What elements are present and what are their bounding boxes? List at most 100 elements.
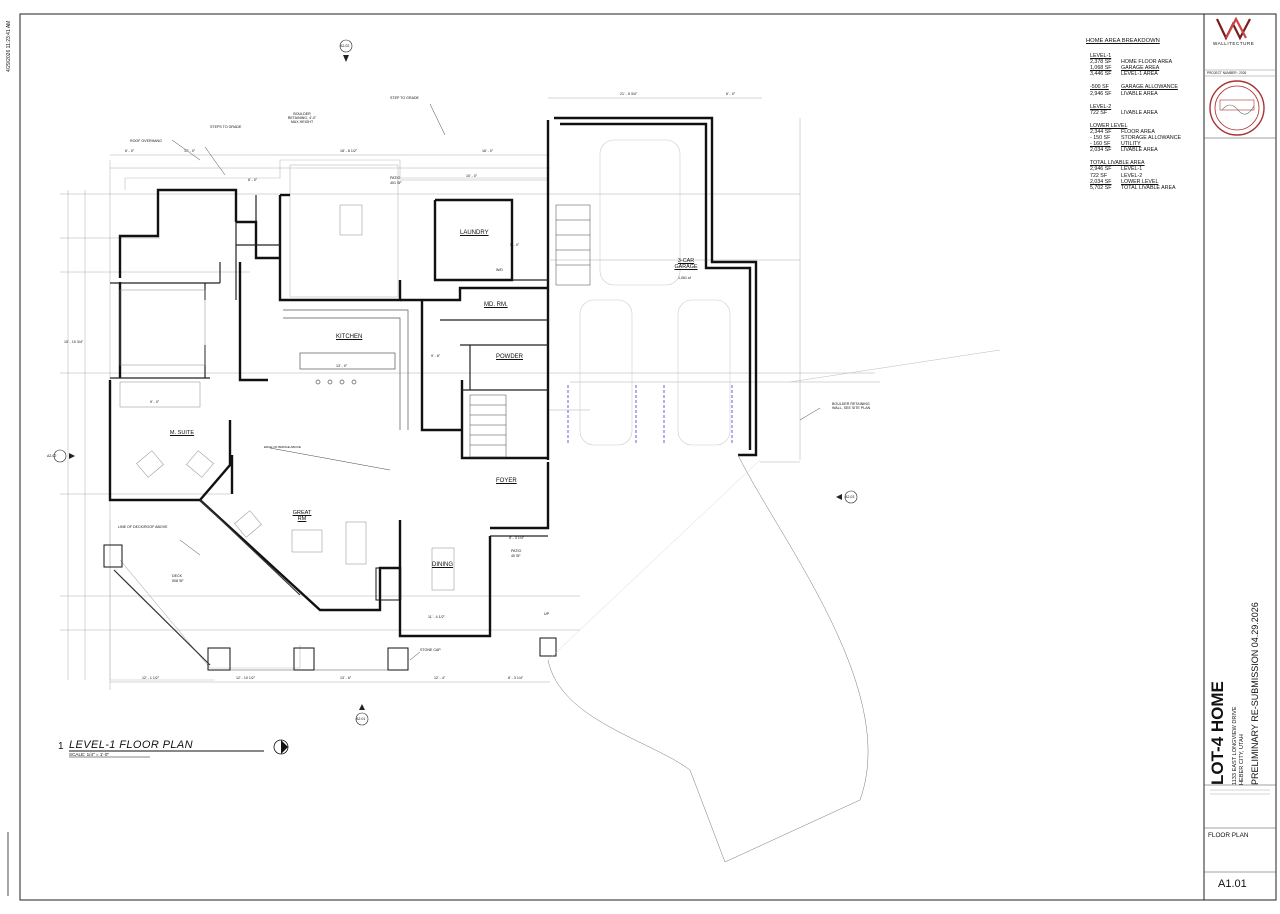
architect-seal	[1209, 80, 1265, 136]
area-group-title: TOTAL LIVABLE AREA	[1090, 160, 1145, 167]
dimension-label: 6' - 0"	[248, 178, 258, 182]
dimension-label: 12' - 10 1/2"	[236, 676, 256, 680]
note-stone-cap: STONE CAP	[420, 648, 441, 652]
sheet-number: A1.01	[1218, 878, 1247, 890]
patio2-label: PATIO	[511, 549, 522, 553]
furniture	[119, 204, 455, 591]
sheet-border	[19, 13, 1277, 901]
firm-name: WALLITECTURE	[1213, 41, 1255, 46]
submission-note: PRELIMINARY RE-SUBMISSION 04.29.2026	[1250, 602, 1260, 785]
section-tag: A2.02	[47, 454, 57, 458]
note-step-to-grade: STEP TO GRADE	[390, 96, 419, 100]
note-bridge-above: EDGE OF BRIDGE ABOVE	[264, 445, 301, 449]
note-boulder-wall: BOULDER RETAINING WALL, SEE SITE PLAN	[832, 402, 871, 410]
car-outlines	[579, 139, 731, 446]
section-markers	[53, 39, 858, 726]
deck-area: 508 SF	[172, 579, 184, 583]
room-label-kitchen: KITCHEN	[336, 334, 363, 340]
section-tag: A2.03	[845, 495, 855, 499]
firm-logo	[1216, 16, 1251, 41]
dimension-lines	[60, 97, 880, 690]
dimension-label: 18' - 8 1/2"	[340, 149, 358, 153]
dimension-label: 10' - 0"	[466, 174, 478, 178]
note-deck-roof: LINE OF DECK/ROOF ABOVE	[118, 525, 168, 529]
dimension-label: 16' - 0"	[482, 149, 494, 153]
dimension-label: 17' - 0"	[184, 149, 196, 153]
room-label-mud-room: MD. RM.	[484, 302, 508, 308]
area-group-title: LOWER LEVEL	[1090, 122, 1128, 129]
dimension-label: 13' - 0"	[336, 364, 348, 368]
plan-title: LEVEL-1 FLOOR PLAN	[69, 739, 193, 751]
project-number: PROJECT NUMBER : 2026	[1207, 71, 1247, 75]
section-tag: A2.02	[340, 44, 350, 48]
kitchen-fixtures	[283, 309, 409, 430]
garage-area: 1,061 sf	[678, 276, 691, 280]
garage-doors	[567, 385, 733, 445]
plan-number: 1	[58, 741, 64, 752]
dimension-label: 8' - 3 1/4"	[508, 676, 524, 680]
project-address-line2: HEBER CITY, UTAH	[1239, 734, 1245, 785]
room-label-dining: DINING	[432, 562, 453, 568]
note-roof-overhang: ROOF OVERHANG	[130, 139, 162, 143]
patio2-area: 40 SF	[511, 554, 521, 558]
exterior-walls	[108, 116, 758, 638]
patio-label: PATIO	[390, 176, 401, 180]
dimension-label: 9' - 0"	[150, 400, 160, 404]
area-group-title: LEVEL-1	[1090, 53, 1112, 60]
dimension-label: 12' - 4"	[434, 676, 446, 680]
area-group-title: LEVEL-2	[1090, 103, 1112, 110]
deck-label: DECK	[172, 574, 182, 578]
project-address-line1: 1133 EAST LONGVIEW DRIVE	[1232, 706, 1238, 785]
dimension-label: 6' - 0"	[125, 149, 135, 153]
dimension-label: 12' - 1 1/2"	[142, 676, 160, 680]
note-wd: W/D	[496, 268, 503, 272]
dimension-label: 21' - 5 3/4"	[620, 92, 638, 96]
interior-walls	[110, 195, 548, 537]
deck-piers	[103, 544, 557, 671]
dimension-label: 11' - 4 1/2"	[428, 615, 445, 619]
dimension-label: 6' - 0"	[726, 92, 736, 96]
dimension-label: 5' - 0"	[510, 243, 520, 247]
room-label-powder: POWDER	[496, 354, 523, 360]
room-label-suite: M. SUITE	[169, 430, 195, 436]
dimension-label: 9' - 6"	[431, 354, 441, 358]
project-title: LOT-4 HOME	[1208, 681, 1227, 785]
dimension-label: 15' - 10 3/4"	[64, 340, 84, 344]
note-up: UP	[544, 612, 549, 616]
dimension-label: 13' - 6"	[340, 676, 352, 680]
room-label-foyer: FOYER	[496, 478, 517, 484]
sheet-name: FLOOR PLAN	[1208, 832, 1249, 839]
room-label-garage: 3-CAR GARAGE	[674, 258, 698, 270]
area-breakdown-title: HOME AREA BREAKDOWN	[1086, 38, 1160, 44]
note-steps-to-grade: STEPS TO GRADE	[210, 125, 242, 129]
driveway	[547, 349, 1001, 863]
stairs	[469, 204, 591, 458]
room-label-laundry: LAUNDRY	[460, 230, 489, 236]
section-tag: A2.01	[356, 717, 366, 721]
plan-scale: SCALE: 1/4" = 1'-0"	[69, 752, 110, 757]
patio-area: 401 SF	[390, 181, 402, 185]
print-timestamp: 4/29/2026 11:23:41 AM	[6, 20, 12, 72]
dimension-label: 8' - 3 1/4"	[509, 536, 525, 540]
